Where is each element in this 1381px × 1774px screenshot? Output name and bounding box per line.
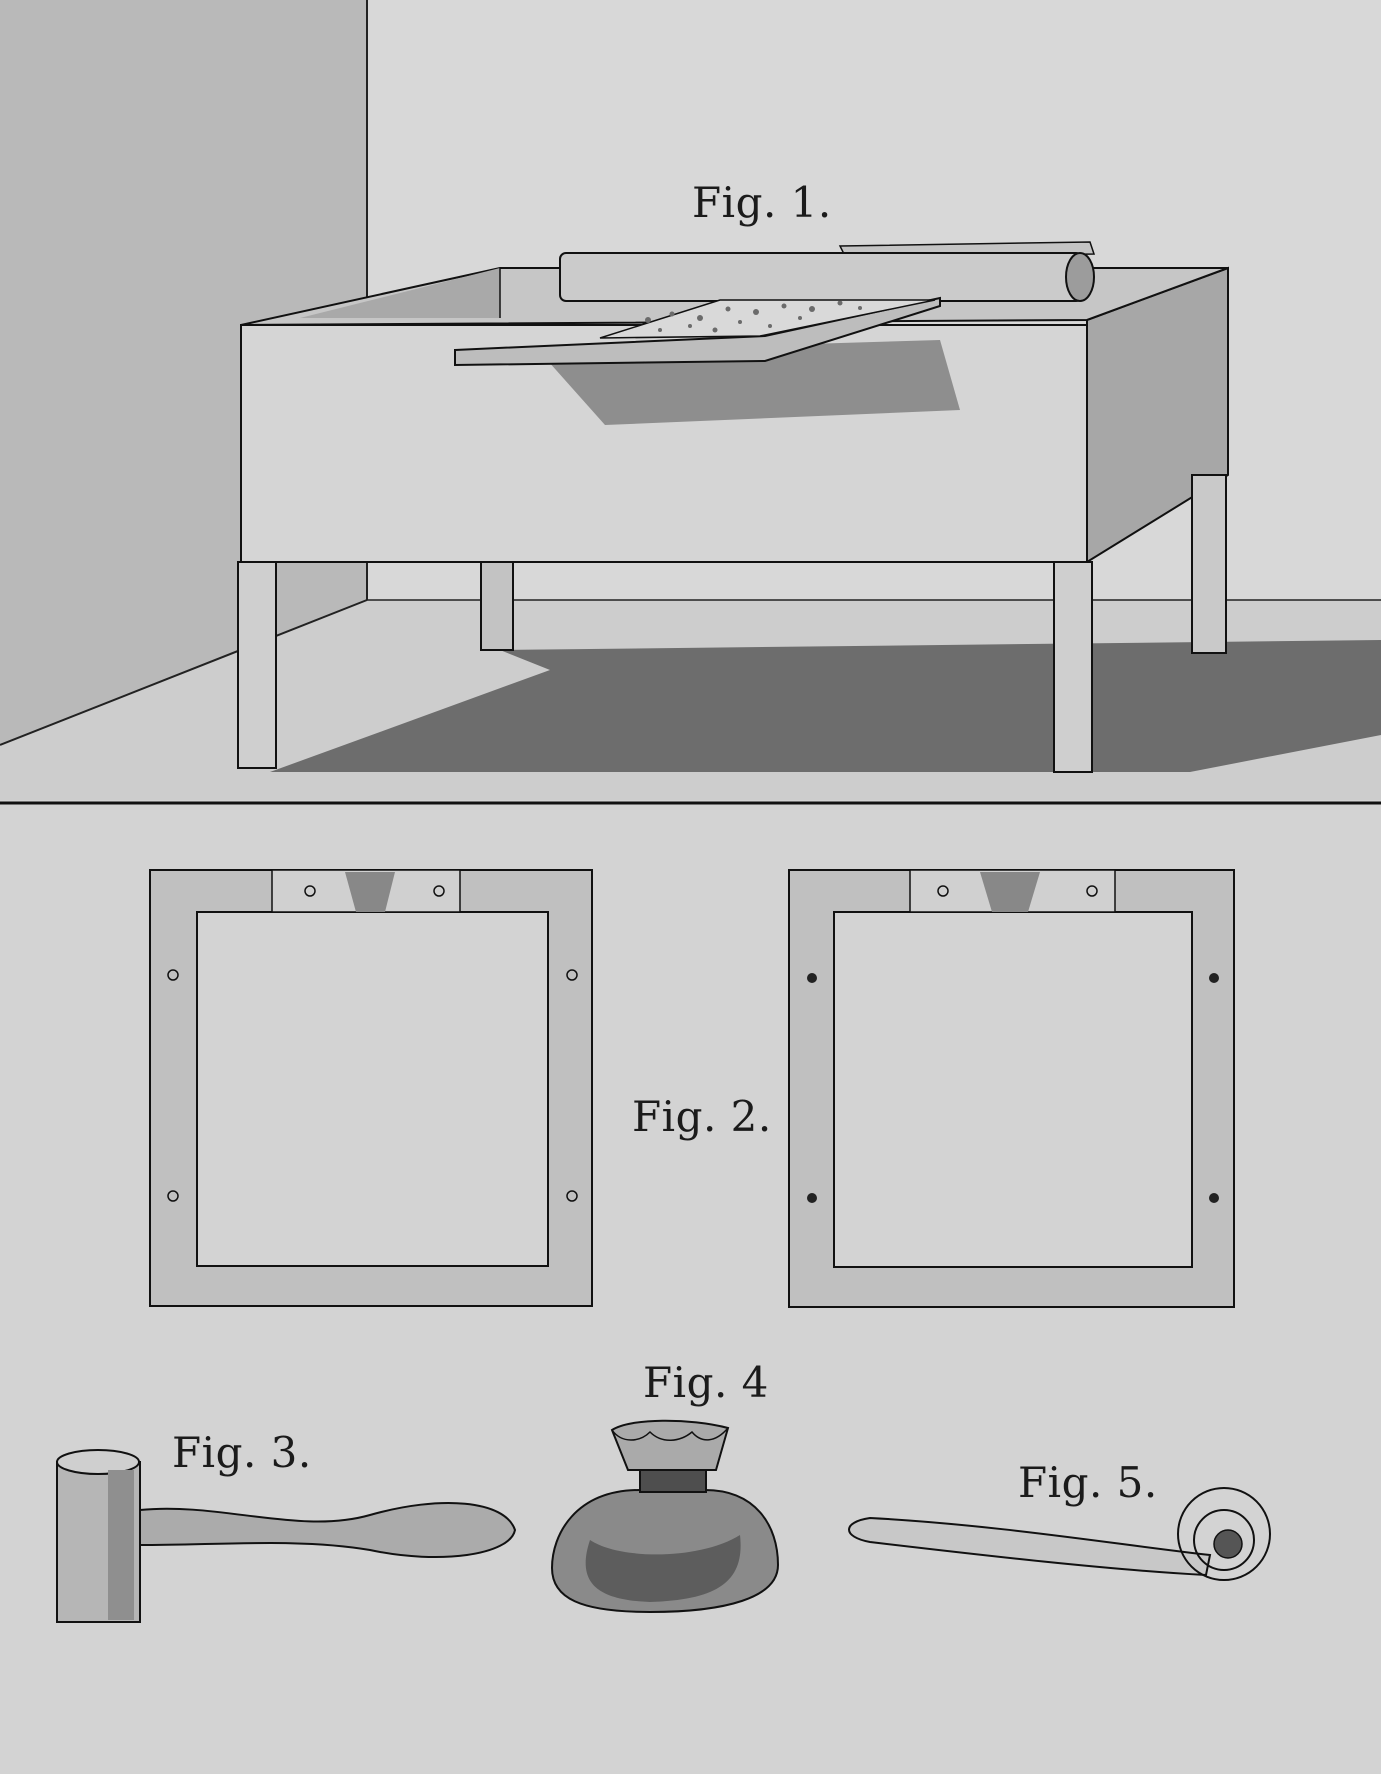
bag-tie <box>639 1469 707 1493</box>
figure-1-trough <box>237 241 1381 773</box>
figure-5-rolled-strip <box>848 1487 1271 1581</box>
figure-3-label: Fig. 3. <box>172 1428 312 1477</box>
figure-3-mallet <box>56 1449 517 1623</box>
trough-floor-shadow <box>270 640 1381 772</box>
figure-5-label: Fig. 5. <box>1018 1458 1158 1507</box>
sieve-board <box>454 296 941 367</box>
figure-1-label: Fig. 1. <box>692 178 832 227</box>
figure-4-bag <box>550 1419 780 1614</box>
frame-left <box>149 869 593 1307</box>
mallet-handle <box>139 1502 517 1559</box>
leg-back-right <box>1191 474 1227 654</box>
leg-front-right <box>1053 561 1093 773</box>
figure-4-label: Fig. 4 <box>643 1358 769 1407</box>
roller-end <box>1065 252 1095 302</box>
roller-cylinder <box>559 252 1083 302</box>
leg-front-left <box>237 561 277 769</box>
leg-back-left <box>480 561 514 651</box>
frame-right <box>788 869 1235 1308</box>
strip-body <box>848 1516 1212 1577</box>
figure-2-frames <box>149 869 1235 1308</box>
figure-2-label: Fig. 2. <box>632 1092 772 1141</box>
bag-neck <box>610 1419 730 1471</box>
